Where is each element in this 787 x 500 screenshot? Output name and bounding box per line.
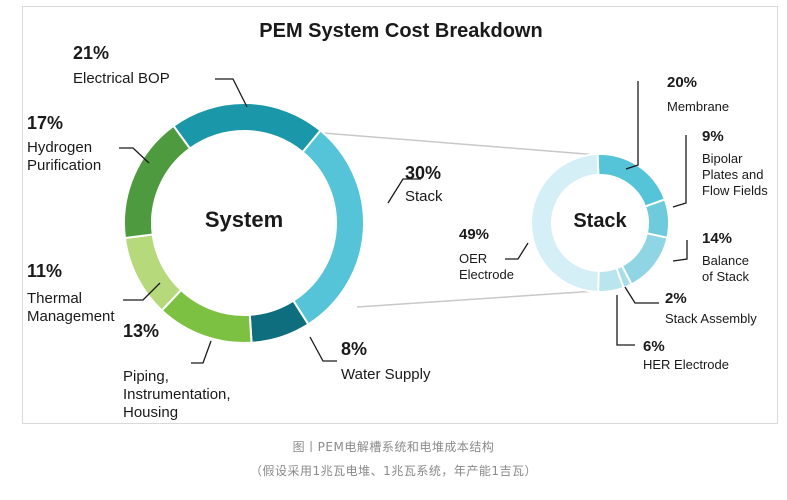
- system-pct-water-supply: 8%: [341, 339, 367, 359]
- stack-slice-oer-electrode: [530, 153, 600, 294]
- stack-pct-stack-assembly: 2%: [665, 290, 687, 307]
- stack-pct-balance-of-stack: 14%: [702, 230, 732, 247]
- system-slice-thermal-management: [123, 233, 183, 312]
- stack-leader-membrane: [625, 81, 639, 170]
- system-slice-hydrogen-purification: [123, 124, 192, 240]
- chart-canvas: 21% Electrical BOP 30% Stack 8% Water Supply 1…: [27, 20, 768, 421]
- system-label-water-supply: Water Supply: [341, 366, 431, 383]
- stack-label-stack-assembly: Stack Assembly: [665, 311, 757, 326]
- system-pct-piping-instrumentation-housing: 13%: [123, 321, 159, 341]
- system-leader-stack: [387, 178, 421, 204]
- stack-leader-balance-of-stack: [672, 240, 688, 262]
- system-leader-thermal-management: [123, 282, 161, 301]
- system-center-label: System: [205, 207, 283, 232]
- system-pct-stack: 30%: [405, 163, 441, 183]
- chart-title: PEM System Cost Breakdown: [259, 20, 542, 42]
- stack-pct-oer-electrode: 49%: [459, 226, 489, 243]
- system-pct-thermal-management: 11%: [27, 261, 62, 281]
- stack-slice-balance-of-stack: [620, 232, 669, 286]
- stack-leader-stack-assembly: [624, 286, 659, 304]
- system-slice-electrical-bop: [172, 102, 322, 154]
- zoom-connector-top: [322, 132, 612, 157]
- stack-donut: [530, 153, 670, 294]
- stack-pct-bipolar-plates-and-flow-fields: 9%: [702, 128, 724, 145]
- figure-caption-note: （假设采用1兆瓦电堆、1兆瓦系统，年产能1吉瓦）: [250, 464, 537, 478]
- system-pct-electrical-bop: 21%: [73, 43, 109, 63]
- figure-caption-title: 图丨PEM电解槽系统和电堆成本结构: [292, 440, 495, 454]
- zoom-connector-bottom: [356, 289, 612, 308]
- stack-pct-her-electrode: 6%: [643, 338, 665, 355]
- system-label-electrical-bop: Electrical BOP: [73, 70, 170, 87]
- system-label-stack: Stack: [405, 188, 443, 205]
- stack-slice-bipolar-plates-and-flow-fields: [643, 198, 670, 240]
- stack-label-her-electrode: HER Electrode: [643, 357, 729, 372]
- stack-leader-oer-electrode: [505, 242, 529, 260]
- system-leader-hydrogen-purification: [119, 147, 150, 164]
- slice-labels: 21% Electrical BOP 30% Stack 8% Water Supply 1…: [27, 43, 768, 421]
- system-leader-electrical-bop: [215, 78, 248, 108]
- system-leader-piping-instrumentation-housing: [191, 340, 212, 364]
- stack-leader-bipolar-plates-and-flow-fields: [672, 135, 687, 208]
- chart-figure: 21% Electrical BOP 30% Stack 8% Water Supply 1…: [22, 6, 778, 424]
- system-donut: [123, 102, 365, 344]
- system-label-piping-instrumentation-housing: Piping,Instrumentation,Housing: [123, 368, 231, 421]
- leader-lines: [119, 78, 688, 364]
- stack-center-label: Stack: [573, 210, 627, 232]
- stack-leader-her-electrode: [616, 295, 635, 346]
- system-slice-stack: [291, 129, 365, 326]
- system-pct-hydrogen-purification: 17%: [27, 113, 63, 133]
- system-leader-water-supply: [309, 336, 337, 362]
- stack-pct-membrane: 20%: [667, 74, 697, 91]
- zoom-connector-lines: [322, 132, 612, 308]
- stack-label-membrane: Membrane: [667, 99, 729, 114]
- system-slice-piping-instrumentation-housing: [160, 288, 253, 344]
- stack-slice-membrane: [596, 153, 667, 208]
